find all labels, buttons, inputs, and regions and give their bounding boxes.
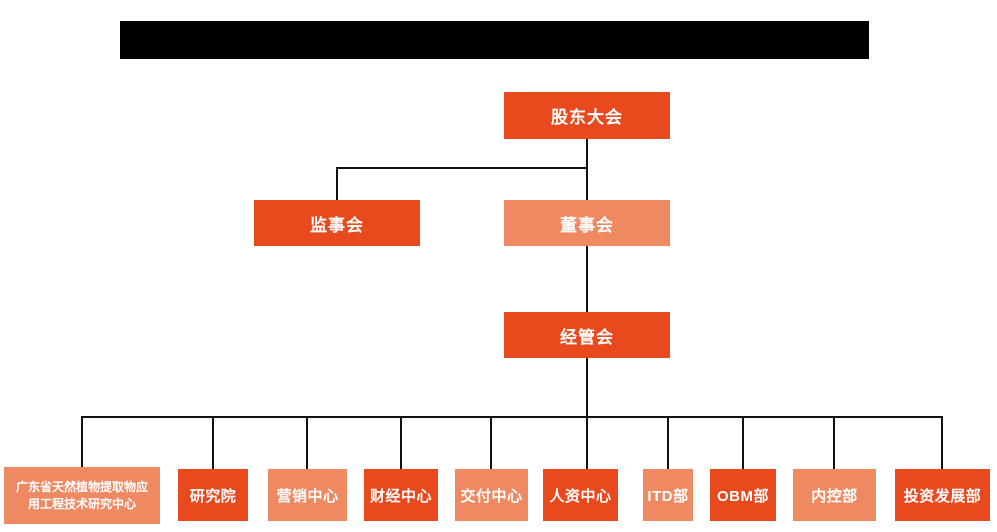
redacted-title-bar <box>120 21 869 59</box>
org-node-finance-center: 财经中心 <box>364 469 438 521</box>
connector-supervisory-drop <box>336 167 338 200</box>
connector-drop-finance-center <box>400 416 402 469</box>
connector-drop-research-institute <box>212 416 214 469</box>
org-node-investment-development-dept: 投资发展部 <box>895 469 990 521</box>
org-node-management-committee: 经管会 <box>504 312 670 358</box>
connector-drop-research-center <box>81 416 83 467</box>
org-node-internal-control-dept: 内控部 <box>793 469 876 521</box>
org-node-board-of-directors: 董事会 <box>504 200 670 246</box>
connector-level2-horizontal <box>336 167 588 169</box>
connector-drop-internal-control-dept <box>833 416 835 469</box>
org-node-marketing-center: 营销中心 <box>268 469 347 521</box>
connector-drop-investment-development-dept <box>941 416 943 469</box>
org-node-hr-center: 人资中心 <box>543 469 618 521</box>
org-node-obm-dept: OBM部 <box>710 469 776 521</box>
connector-board-to-management <box>586 246 588 312</box>
org-node-itd-dept: ITD部 <box>643 469 693 521</box>
connector-shareholders-down <box>586 139 588 200</box>
connector-drop-obm-dept <box>742 416 744 469</box>
connector-drop-marketing-center <box>306 416 308 469</box>
org-node-research-institute: 研究院 <box>178 469 248 521</box>
connector-drop-itd-dept <box>667 416 669 469</box>
connector-management-trunk <box>586 358 588 469</box>
org-node-delivery-center: 交付中心 <box>455 469 528 521</box>
connector-departments-bus <box>81 416 943 418</box>
org-node-shareholders-meeting: 股东大会 <box>504 92 670 139</box>
connector-drop-delivery-center <box>490 416 492 469</box>
org-node-supervisory-board: 监事会 <box>254 200 420 246</box>
org-node-research-center: 广东省天然植物提取物应用工程技术研究中心 <box>4 467 160 524</box>
